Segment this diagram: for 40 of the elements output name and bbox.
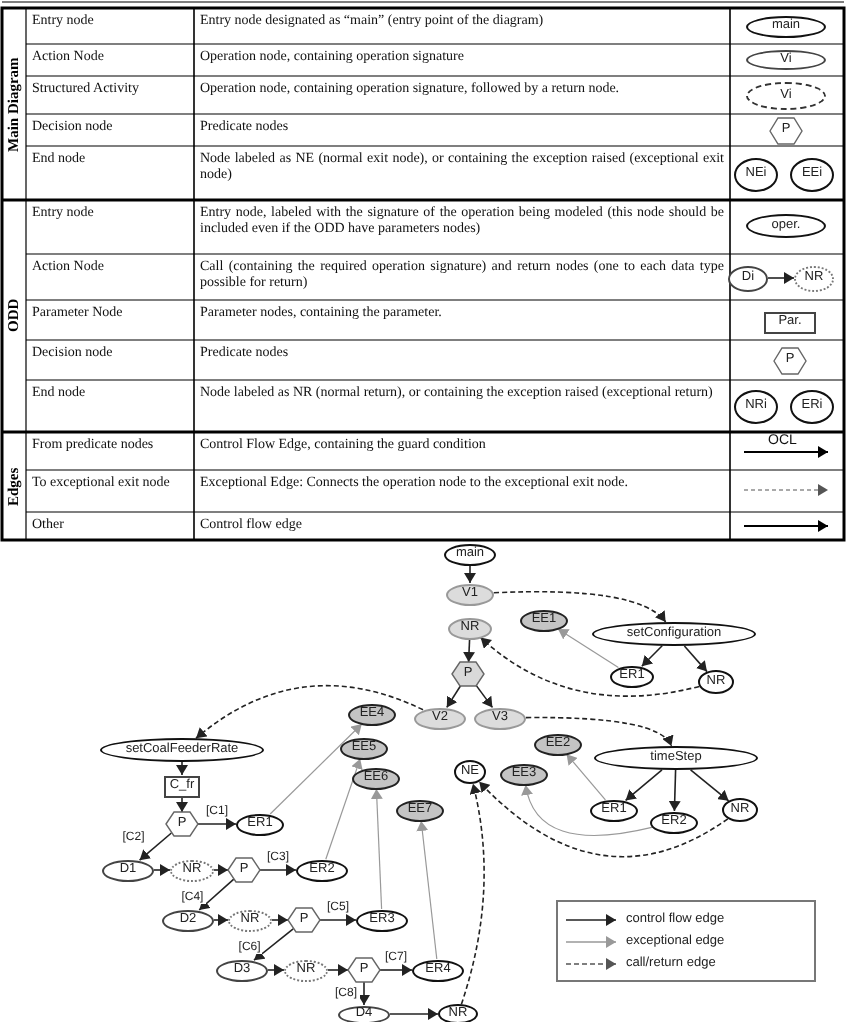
arrow <box>479 636 700 697</box>
arrow <box>197 818 237 830</box>
arrow <box>198 878 235 911</box>
arrow <box>460 783 485 1005</box>
arrow <box>478 781 729 858</box>
arrow <box>253 928 294 961</box>
arrow <box>267 964 285 976</box>
arrow <box>358 981 370 1006</box>
arrow <box>327 964 349 976</box>
arrow <box>446 684 462 709</box>
arrow <box>370 788 383 910</box>
arrow <box>269 723 363 815</box>
arrow <box>624 769 663 802</box>
arrow <box>566 753 606 801</box>
arrow <box>689 769 730 802</box>
arrow <box>668 769 681 812</box>
arrow <box>464 564 476 584</box>
arrow <box>271 914 289 926</box>
arrow <box>213 914 229 926</box>
arrow <box>195 684 424 739</box>
arrow <box>557 628 619 668</box>
arrow <box>525 716 673 747</box>
arrow <box>379 964 413 976</box>
arrow <box>176 796 188 813</box>
arrow <box>153 864 171 876</box>
arrow <box>474 683 494 709</box>
arrow <box>176 761 188 776</box>
arrow <box>389 1008 439 1020</box>
arrow <box>416 820 438 960</box>
arrow <box>493 590 667 623</box>
arrow <box>213 864 229 876</box>
arrow <box>259 864 297 876</box>
arrow <box>641 645 663 667</box>
arrow <box>683 645 708 673</box>
arrow <box>463 638 476 663</box>
arrow <box>138 832 173 861</box>
arrow <box>767 272 795 284</box>
arrow <box>319 914 357 926</box>
arrow <box>521 784 654 836</box>
arrow <box>325 758 363 860</box>
